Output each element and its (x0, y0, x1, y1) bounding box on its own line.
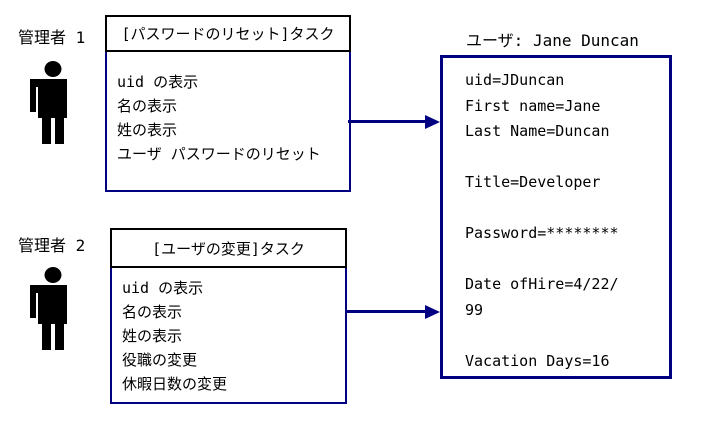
task-item: 名の表示 (122, 303, 183, 321)
task-item: 役職の変更 (122, 351, 198, 369)
task-item: 休暇日数の変更 (122, 375, 228, 393)
user-record-line: Date ofHire=4/22/ (465, 275, 619, 293)
user-record-line: uid=JDuncan (465, 71, 565, 89)
user-record-line (465, 196, 663, 222)
admin-1-person-icon (30, 61, 67, 144)
user-record-line: 99 (465, 300, 484, 319)
task-box-user-change-body: uid の表示 名の表示 姓の表示 役職の変更 休暇日数の変更 (110, 268, 347, 404)
task-box-password-reset: [パスワードのリセット]タスク uid の表示 名の表示 姓の表示 ユーザ パス… (105, 15, 351, 192)
user-record-line: Password=******** (465, 224, 619, 242)
user-record-line (465, 145, 663, 171)
user-record-line (465, 323, 663, 349)
task-item: 姓の表示 (117, 121, 178, 139)
arrow-user-change-to-user-icon (345, 305, 440, 319)
user-record-line: Title=Developer (465, 173, 601, 191)
user-record-box: uid=JDuncan First name=Jane Last Name=Du… (440, 55, 672, 379)
arrow-password-reset-to-user-icon (348, 115, 440, 129)
user-record-line: Last Name=Duncan (465, 122, 610, 140)
user-record-line: Vacation Days=16 (465, 351, 610, 370)
task-box-user-change-header: [ユーザの変更]タスク (110, 228, 347, 268)
admin-1-label: 管理者 1 (18, 28, 86, 47)
task-item: ユーザ パスワードのリセット (117, 145, 321, 163)
admin-2-label: 管理者 2 (18, 236, 86, 255)
user-record-line: First name=Jane (465, 96, 601, 115)
task-box-user-change: [ユーザの変更]タスク uid の表示 名の表示 姓の表示 役職の変更 休暇日数… (110, 228, 347, 404)
task-box-user-change-title: [ユーザの変更]タスク (152, 239, 305, 258)
task-item: uid の表示 (117, 73, 199, 91)
task-item: 名の表示 (117, 97, 178, 115)
user-record-line (465, 247, 663, 273)
task-box-password-reset-title: [パスワードのリセット]タスク (121, 25, 335, 43)
admin-2-person-icon (30, 267, 67, 350)
task-box-password-reset-header: [パスワードのリセット]タスク (105, 15, 351, 52)
user-record-title: ユーザ: Jane Duncan (466, 31, 639, 50)
task-item: 姓の表示 (122, 327, 183, 345)
task-item: uid の表示 (122, 279, 204, 297)
task-box-password-reset-body: uid の表示 名の表示 姓の表示 ユーザ パスワードのリセット (105, 52, 351, 192)
